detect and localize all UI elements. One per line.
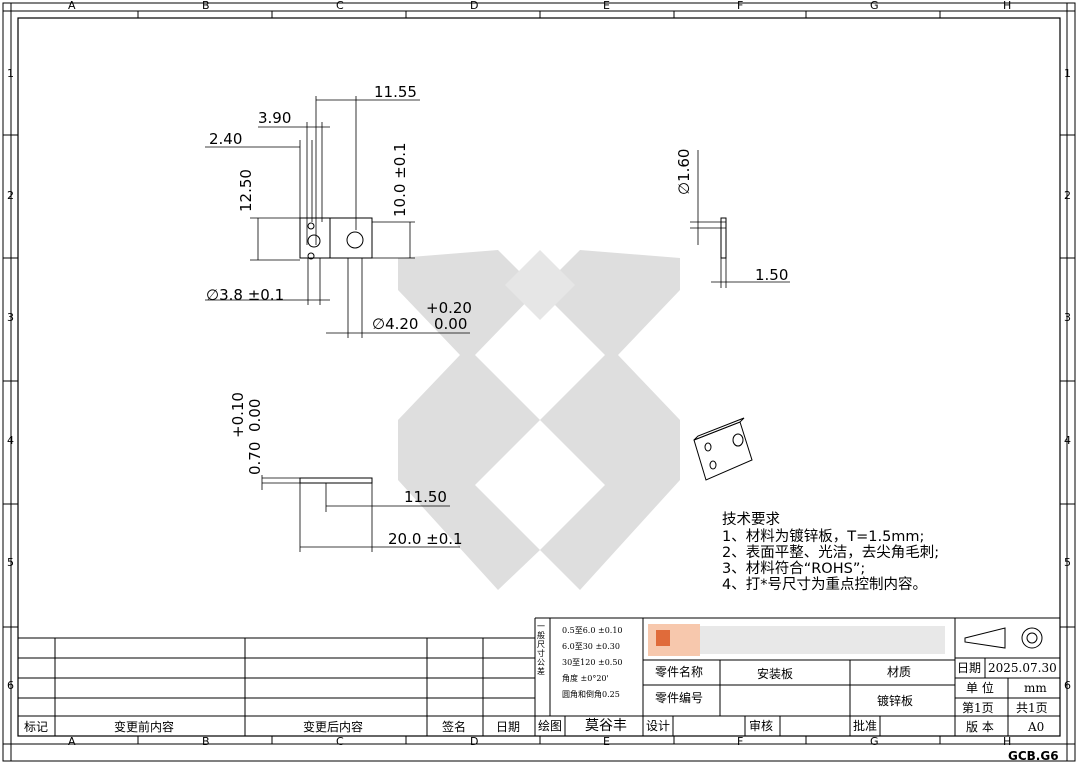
dim-1-50: 1.50 xyxy=(755,266,789,284)
dim-hole-small: ∅3.8 ±0.1 xyxy=(206,286,285,304)
zone-E: E xyxy=(603,0,610,12)
tech-line: 1、材料为镀锌板，T=1.5mm; xyxy=(722,529,925,545)
dim-hole-large: ∅4.20 xyxy=(372,315,419,333)
zone-H: H xyxy=(1003,0,1012,12)
zone-3: 3 xyxy=(1064,311,1071,324)
dim-2-40: 2.40 xyxy=(209,130,243,148)
dim-1-60: ∅1.60 xyxy=(675,148,693,195)
zone-F: F xyxy=(737,735,744,748)
dim-tol-lower: 0.00 xyxy=(434,315,468,333)
rev-sign-header: 签名 xyxy=(442,720,467,734)
dim-3-90: 3.90 xyxy=(258,109,292,127)
approve-label: 批准 xyxy=(853,719,878,733)
bottom-view xyxy=(261,475,460,552)
part-name-value: 安装板 xyxy=(757,667,794,681)
zone-B: B xyxy=(202,735,210,748)
title-block xyxy=(18,617,1060,736)
zone-D: D xyxy=(470,735,479,748)
drawn-label: 绘图 xyxy=(538,719,563,733)
dim-11-50: 11.50 xyxy=(404,488,447,506)
dim-tol2-lower: 0.00 xyxy=(246,398,264,432)
zone-B: B xyxy=(202,0,210,12)
sheet-code: GCB.G6 xyxy=(1008,749,1059,763)
zone-6: 6 xyxy=(7,679,14,692)
dim-20-0: 20.0 ±0.1 xyxy=(388,530,463,548)
zone-G: G xyxy=(870,735,879,748)
tolerance-row: 30至120 ±0.50 xyxy=(562,658,623,667)
tech-line: 4、打*号尺寸为重点控制内容。 xyxy=(722,577,927,593)
drawn-by: 莫谷丰 xyxy=(585,718,627,734)
iso-view xyxy=(693,417,753,481)
date-label: 日期 xyxy=(957,661,982,675)
rev-after-header: 变更后内容 xyxy=(303,720,364,734)
tolerance-label: 一般尺寸公差 xyxy=(537,622,545,676)
rev-before-header: 变更前内容 xyxy=(114,720,175,734)
unit-label: 单 位 xyxy=(966,681,994,695)
date-value: 2025.07.30 xyxy=(988,661,1057,675)
zone-2: 2 xyxy=(7,189,14,202)
tech-line: 2、表面平整、光洁，去尖角毛刺; xyxy=(722,545,940,561)
tolerance-row: 0.5至6.0 ±0.10 xyxy=(562,626,623,635)
tech-line: 3、材料符合“ROHS”; xyxy=(722,561,866,577)
zone-3: 3 xyxy=(7,311,14,324)
front-view xyxy=(299,217,373,260)
version-label: 版 本 xyxy=(966,720,994,734)
zone-E: E xyxy=(603,735,610,748)
zone-4: 4 xyxy=(7,434,14,447)
zone-A: A xyxy=(68,735,76,748)
rev-mark-header: 标记 xyxy=(24,720,49,734)
tolerance-row: 圆角和倒角0.25 xyxy=(562,690,620,699)
zone-1: 1 xyxy=(7,67,14,80)
dim-12-50: 12.50 xyxy=(237,169,255,212)
side-view xyxy=(690,150,790,288)
material-label: 材质 xyxy=(887,665,912,679)
zone-A: A xyxy=(68,0,76,12)
rev-date-header: 日期 xyxy=(496,720,521,734)
zone-F: F xyxy=(737,0,744,12)
dim-tol-upper: +0.20 xyxy=(426,299,472,317)
watermark-logo xyxy=(398,250,680,590)
dim-tol2-upper: +0.10 xyxy=(229,392,247,438)
zone-C: C xyxy=(336,735,344,748)
zone-G: G xyxy=(870,0,879,12)
unit-value: mm xyxy=(1024,681,1047,695)
tolerance-row: 角度 ±0°20' xyxy=(562,674,609,683)
tech-title: 技术要求 xyxy=(722,512,780,528)
part-no-label: 零件编号 xyxy=(655,691,704,705)
material-value: 镀锌板 xyxy=(877,694,914,708)
page-number: 第1页 xyxy=(962,701,994,715)
review-label: 审核 xyxy=(749,719,774,733)
dim-10-0: 10.0 ±0.1 xyxy=(391,142,409,217)
tolerance-row: 6.0至30 ±0.30 xyxy=(562,642,620,651)
zone-1: 1 xyxy=(1064,67,1071,80)
zone-5: 5 xyxy=(7,556,14,569)
total-pages: 共1页 xyxy=(1016,701,1048,715)
zone-4: 4 xyxy=(1064,434,1071,447)
zone-C: C xyxy=(336,0,344,12)
zone-D: D xyxy=(470,0,479,12)
version-value: A0 xyxy=(1028,720,1045,734)
zone-2: 2 xyxy=(1064,189,1071,202)
dim-0-70: 0.70 xyxy=(246,441,264,475)
zone-6: 6 xyxy=(1064,679,1071,692)
zone-H: H xyxy=(1003,735,1012,748)
dim-11-55: 11.55 xyxy=(374,83,417,101)
company-logo-blurred xyxy=(648,624,945,656)
zone-5: 5 xyxy=(1064,556,1071,569)
part-name-label: 零件名称 xyxy=(655,665,704,679)
design-label: 设计 xyxy=(646,719,671,733)
